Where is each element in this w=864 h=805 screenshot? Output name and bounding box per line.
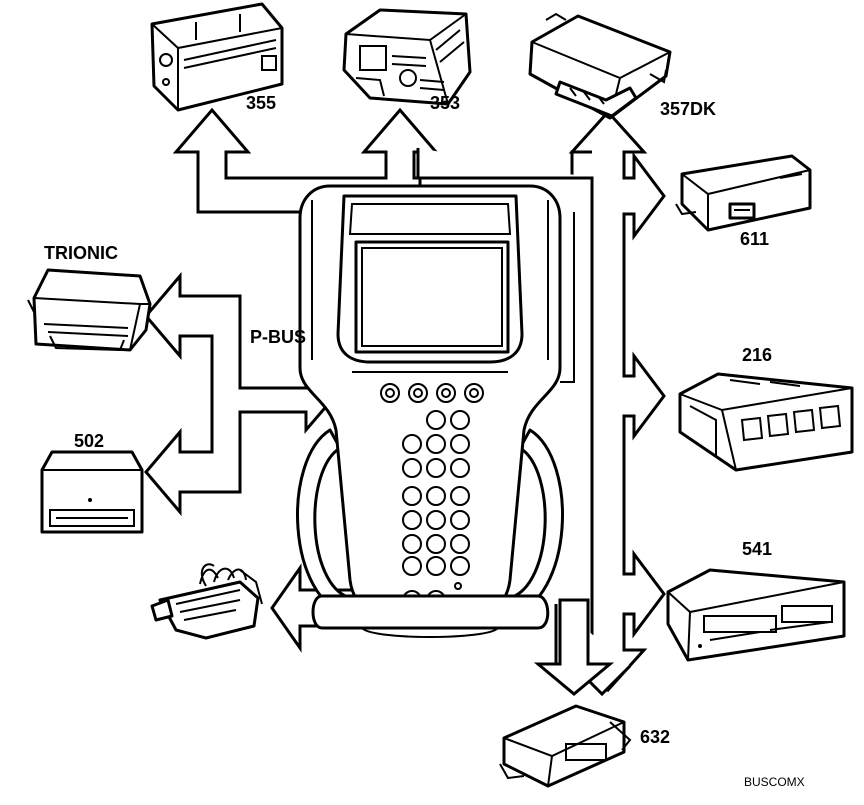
module-357dk	[528, 12, 672, 120]
keypad-key	[402, 458, 422, 478]
keypad-key	[450, 410, 470, 430]
figure-code: BUSCOMX	[744, 775, 805, 789]
module-632	[499, 704, 632, 788]
obd-connector	[150, 563, 263, 640]
module-611	[675, 154, 812, 232]
keypad-key	[450, 458, 470, 478]
bus-arrow-to-632	[533, 598, 632, 697]
keypad-key	[426, 458, 446, 478]
keypad-key	[426, 434, 446, 454]
keypad-key	[450, 556, 470, 576]
module-trionic	[27, 268, 152, 352]
label-632: 632	[640, 727, 671, 747]
module-541	[666, 568, 846, 662]
module-502	[40, 450, 144, 534]
keypad-key	[454, 582, 462, 590]
keypad-key	[402, 434, 422, 454]
keypad-key	[450, 510, 470, 530]
label-502: 502	[74, 431, 105, 451]
keypad-key	[450, 534, 470, 554]
keypad-key	[450, 486, 470, 506]
keypad-key	[426, 486, 446, 506]
module-353	[342, 8, 472, 106]
label-pbus: P-BUS	[250, 327, 307, 347]
label-353: 353	[430, 93, 461, 113]
module-355	[150, 2, 284, 112]
module-216	[678, 372, 854, 472]
keypad-key	[426, 510, 446, 530]
keypad-key	[426, 556, 446, 576]
keypad-key	[426, 410, 446, 430]
label-357dk: 357DK	[660, 99, 717, 119]
label-trionic: TRIONIC	[44, 243, 118, 263]
label-611: 611	[740, 229, 770, 249]
keypad-key	[402, 534, 422, 554]
tech2-tester	[296, 184, 575, 638]
keypad-key	[450, 434, 470, 454]
keypad-key	[402, 556, 422, 576]
label-216: 216	[742, 345, 773, 365]
keypad-key	[426, 534, 446, 554]
keypad-key	[402, 486, 422, 506]
label-355: 355	[246, 93, 277, 113]
bus-arrow-left	[144, 271, 332, 517]
keypad-key	[402, 510, 422, 530]
bus-arrow-right-trunk	[416, 109, 666, 693]
label-541: 541	[742, 539, 773, 559]
